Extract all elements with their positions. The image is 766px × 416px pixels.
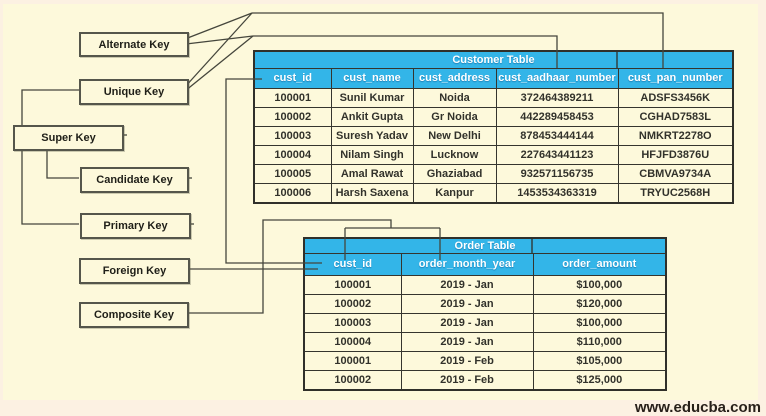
key-label: Candidate Key [96,174,173,186]
column-header: cust_aadhaar_number [495,68,619,89]
key-label: Super Key [41,132,96,144]
key-label: Unique Key [103,86,165,98]
column-header: cust_address [412,68,497,89]
table-cell: Ghaziabad [412,164,497,184]
table-cell: 2019 - Jan [400,275,534,295]
key-box-unique-key: Unique Key [79,79,189,105]
table-cell: 1453534363319 [495,183,619,204]
table-cell: 2019 - Jan [400,332,534,352]
table-cell: Sunil Kumar [330,88,414,108]
table-row: 100003 2019 - Jan $100,000 [303,313,667,333]
key-box-super-key: Super Key [13,125,124,151]
table-cell: 100004 [303,332,402,352]
table-cell: 100003 [253,126,332,146]
table-cell: 2019 - Jan [400,294,534,314]
table-row: 100005 Amal Rawat Ghaziabad 932571156735… [253,164,734,184]
key-label: Alternate Key [98,38,170,51]
column-header: order_month_year [400,253,534,276]
table-cell: 932571156735 [495,164,619,184]
table-cell: Suresh Yadav [330,126,414,146]
column-header: cust_id [303,253,402,276]
key-label: Composite Key [93,309,175,321]
table-cell: Noida [412,88,497,108]
table-row: 100001 2019 - Feb $105,000 [303,351,667,371]
key-label: Foreign Key [102,265,167,277]
table-row: 100002 2019 - Feb $125,000 [303,370,667,391]
table-cell: 442289458453 [495,107,619,127]
table-cell: $110,000 [532,332,667,352]
table-cell: 227643441123 [495,145,619,165]
table-cell: 878453444144 [495,126,619,146]
table-cell: 100001 [253,88,332,108]
table-cell: Lucknow [412,145,497,165]
order-table-title: Order Table [303,237,667,254]
table-cell: $100,000 [532,313,667,333]
table-cell: 100006 [253,183,332,204]
table-row: 100001 2019 - Jan $100,000 [303,275,667,295]
customer-table: Customer Table cust_id cust_name cust_ad… [253,50,735,204]
table-cell: 100005 [253,164,332,184]
table-row: 100004 2019 - Jan $110,000 [303,332,667,352]
key-box-composite-key: Composite Key [79,302,189,328]
table-cell: 2019 - Feb [400,351,534,371]
table-cell: 372464389211 [495,88,619,108]
table-cell: Nilam Singh [330,145,414,165]
table-cell: $120,000 [532,294,667,314]
order-table: Order Table cust_id order_month_year ord… [303,237,668,391]
table-cell: CGHAD7583L [617,107,734,127]
educba-watermark: www.educba.com [634,399,761,416]
table-cell: 100002 [303,370,402,391]
table-cell: 100001 [303,351,402,371]
key-box-alternate-key: Alternate Key [79,32,189,57]
table-cell: ADSFS3456K [617,88,734,108]
table-cell: 100003 [303,313,402,333]
table-cell: HFJFD3876U [617,145,734,165]
table-cell: $100,000 [532,275,667,295]
table-cell: 100004 [253,145,332,165]
table-cell: Gr Noida [412,107,497,127]
column-header: cust_id [253,68,332,89]
table-row: 100001 Sunil Kumar Noida 372464389211 AD… [253,88,734,108]
key-box-foreign-key: Foreign Key [79,258,190,284]
key-box-primary-key: Primary Key [80,213,191,239]
column-header: order_amount [532,253,667,276]
table-cell: Amal Rawat [330,164,414,184]
table-cell: Harsh Saxena [330,183,414,204]
table-row: 100002 2019 - Jan $120,000 [303,294,667,314]
table-cell: 2019 - Jan [400,313,534,333]
table-row: 100004 Nilam Singh Lucknow 227643441123 … [253,145,734,165]
table-cell: 100002 [303,294,402,314]
column-header: cust_name [330,68,414,89]
table-cell: 100001 [303,275,402,295]
table-cell: $105,000 [532,351,667,371]
table-cell: TRYUC2568H [617,183,734,204]
table-cell: New Delhi [412,126,497,146]
table-row: 100006 Harsh Saxena Kanpur 1453534363319… [253,183,734,204]
table-cell: 2019 - Feb [400,370,534,391]
table-cell: Kanpur [412,183,497,204]
table-cell: Ankit Gupta [330,107,414,127]
table-cell: NMKRT2278O [617,126,734,146]
table-cell: CBMVA9734A [617,164,734,184]
key-box-candidate-key: Candidate Key [80,167,189,193]
table-cell: $125,000 [532,370,667,391]
column-header: cust_pan_number [617,68,734,89]
table-row: 100003 Suresh Yadav New Delhi 8784534441… [253,126,734,146]
key-label: Primary Key [103,220,168,232]
table-cell: 100002 [253,107,332,127]
customer-table-title: Customer Table [253,50,734,69]
table-row: 100002 Ankit Gupta Gr Noida 442289458453… [253,107,734,127]
